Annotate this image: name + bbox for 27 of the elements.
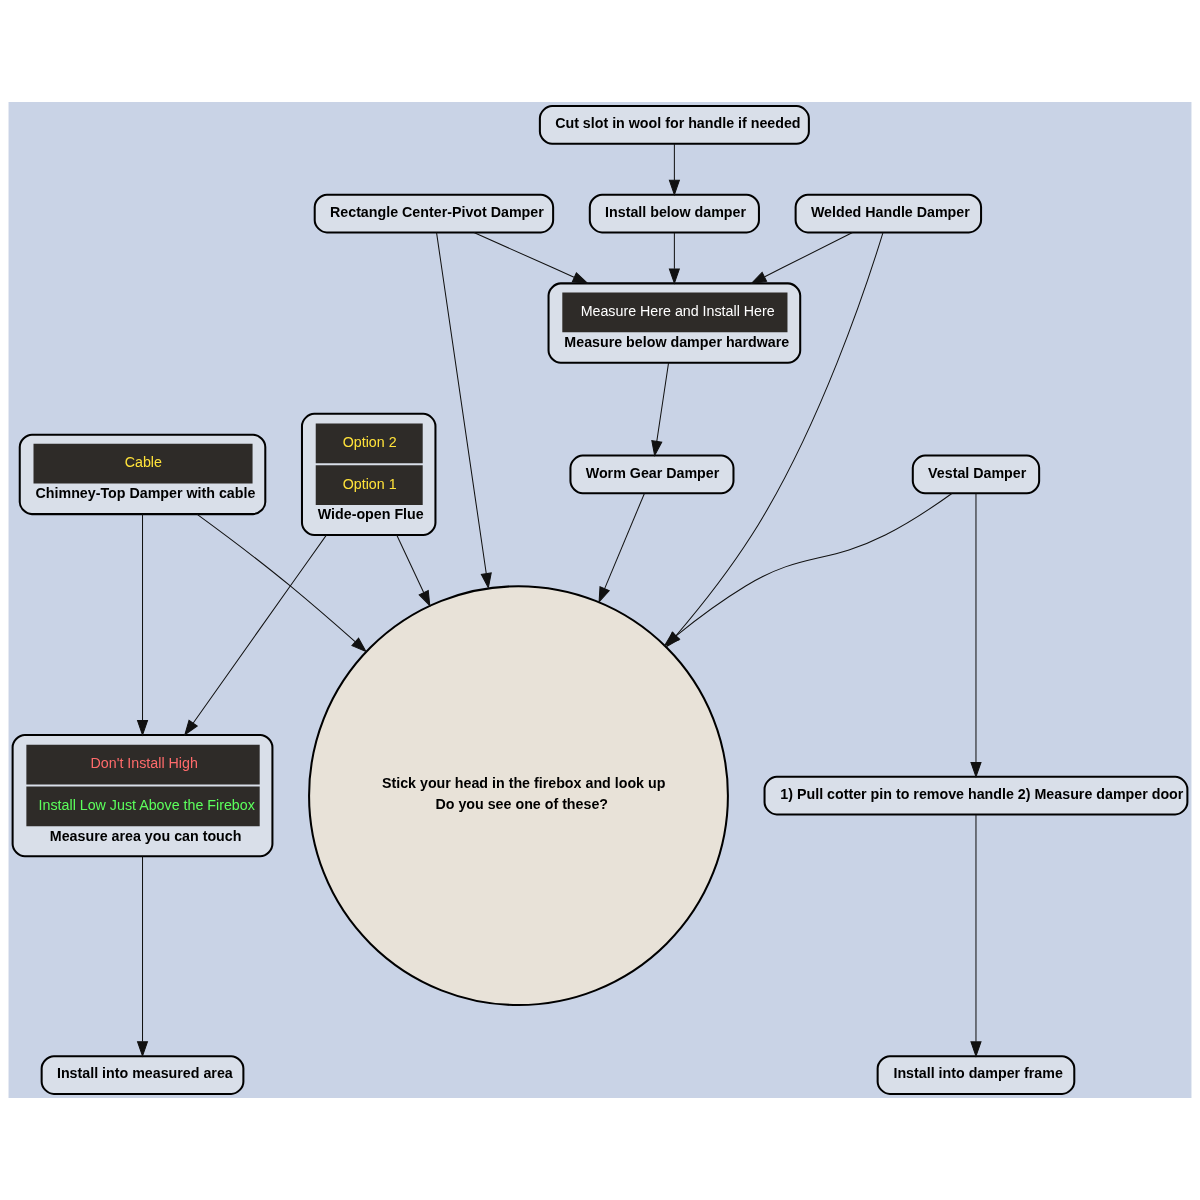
node-box: 1) Pull cotter pin to remove handle 2) Measure damper door bbox=[763, 775, 1189, 816]
arrow bbox=[136, 513, 149, 737]
arrow bbox=[473, 231, 589, 284]
node-box: Cut slot in wool for handle if needed bbox=[538, 105, 810, 145]
node-box: Measure Here and Install Here Measure below damper hardware bbox=[547, 282, 802, 364]
arrow bbox=[651, 362, 670, 458]
arrow bbox=[970, 493, 982, 779]
node-box: Cable Chimney-Top Damper with cable bbox=[18, 433, 267, 516]
arrow bbox=[668, 232, 681, 285]
arrow bbox=[436, 232, 492, 590]
node-box: Install into measured area bbox=[40, 1055, 245, 1095]
node-box: Rectangle Center-Pivot Damper bbox=[313, 193, 555, 234]
arrow bbox=[196, 513, 368, 653]
node-box: Option 2 Option 1 Wide-open Flue bbox=[300, 412, 437, 537]
node-box: Welded Handle Damper bbox=[794, 193, 983, 234]
node-box: Vestal Damper bbox=[911, 454, 1041, 495]
arrow bbox=[970, 814, 982, 1058]
node-box: Don't Install High Install Low Just Above the Firebox Measure area you can touch bbox=[11, 734, 274, 858]
node-box: Worm Gear Damper bbox=[569, 454, 735, 495]
arrow bbox=[598, 493, 645, 604]
arrow bbox=[136, 856, 149, 1058]
arrow bbox=[668, 143, 681, 197]
arrow bbox=[183, 534, 327, 737]
node-box: Install into damper frame bbox=[876, 1055, 1076, 1095]
arrow bbox=[396, 534, 431, 607]
arrow bbox=[750, 232, 854, 284]
node-box: Install below damper bbox=[588, 193, 760, 234]
